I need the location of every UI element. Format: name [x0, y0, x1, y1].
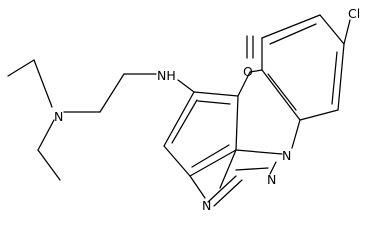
bond	[291, 119, 301, 149]
bond	[319, 14, 345, 45]
bond	[337, 43, 345, 111]
bond	[267, 73, 297, 111]
bond	[235, 149, 283, 155]
bond	[33, 59, 53, 108]
bond	[191, 144, 230, 168]
bond	[171, 99, 198, 144]
diethylamine-nitrogen-label: N	[54, 109, 63, 124]
bond	[213, 179, 243, 207]
molecule-structure: Cl O NH N N N N	[7, 6, 360, 213]
bond	[235, 95, 239, 151]
bond	[7, 59, 35, 77]
bond	[163, 145, 191, 177]
carbonyl-oxygen-label: O	[243, 64, 253, 79]
atom-labels: Cl O NH N N N N	[54, 6, 360, 213]
bond	[163, 91, 195, 147]
bond	[343, 19, 351, 45]
bond	[269, 23, 317, 45]
bond	[193, 91, 239, 97]
bond	[189, 149, 237, 177]
bond	[261, 69, 301, 121]
amine-nh-label: NH	[157, 68, 176, 83]
triazole-nitrogen-2-label: N	[267, 172, 276, 187]
bond	[207, 175, 237, 203]
bond	[299, 109, 339, 121]
chlorine-label: Cl	[348, 6, 360, 21]
bond	[219, 149, 237, 189]
bond	[261, 14, 321, 39]
bond	[189, 175, 206, 199]
triazole-nitrogen-3-label: N	[202, 198, 211, 213]
bond	[237, 71, 251, 97]
bond	[331, 51, 338, 105]
triazole-nitrogen-1-label: N	[282, 148, 291, 163]
bond-lines	[7, 14, 351, 207]
bond	[177, 79, 195, 93]
bond	[249, 69, 263, 73]
bond	[99, 73, 125, 113]
bond	[37, 119, 55, 151]
bond	[37, 149, 61, 181]
bond	[197, 100, 231, 105]
bond	[235, 167, 269, 171]
bond	[269, 161, 277, 175]
